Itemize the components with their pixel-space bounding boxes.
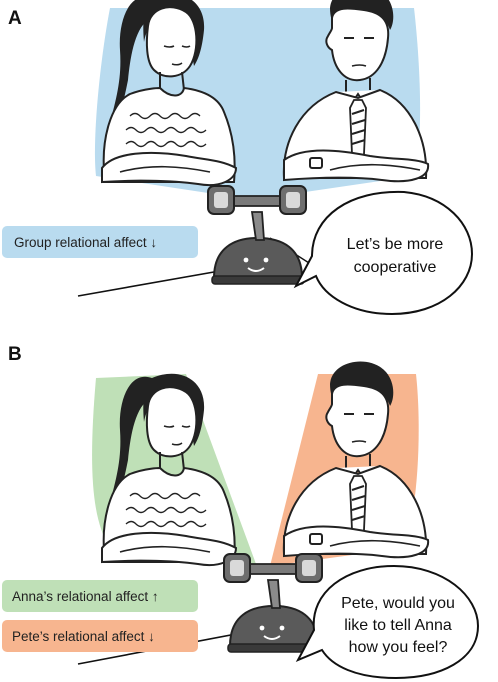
group-affect-label: Group relational affect ↓ xyxy=(14,235,157,250)
panel-a-letter: A xyxy=(8,8,22,29)
speech-line-1: Let’s be more xyxy=(347,236,444,253)
group-affect-tag xyxy=(2,226,198,258)
speech-line-3: how you feel? xyxy=(349,639,448,656)
speech-line-2: like to tell Anna xyxy=(344,617,452,634)
anna-affect-label: Anna’s relational affect ↑ xyxy=(12,589,159,604)
speech-line-2: cooperative xyxy=(354,259,437,276)
pete-affect-tag xyxy=(2,620,198,652)
speech-bubble-b xyxy=(295,564,480,680)
speech-line-1: Pete, would you xyxy=(341,595,455,612)
robot-b xyxy=(223,553,323,653)
panel-b-letter: B xyxy=(8,344,22,365)
robot-a xyxy=(207,185,307,285)
speech-bubble-a xyxy=(293,190,474,316)
panel-b: B Anna’s relational affect ↑ Pete’s rela… xyxy=(2,344,480,680)
pete-affect-label: Pete’s relational affect ↓ xyxy=(12,629,155,644)
anna-affect-tag xyxy=(2,580,198,612)
panel-a: A Group relational affect ↓ Let’s be mor… xyxy=(2,0,474,316)
